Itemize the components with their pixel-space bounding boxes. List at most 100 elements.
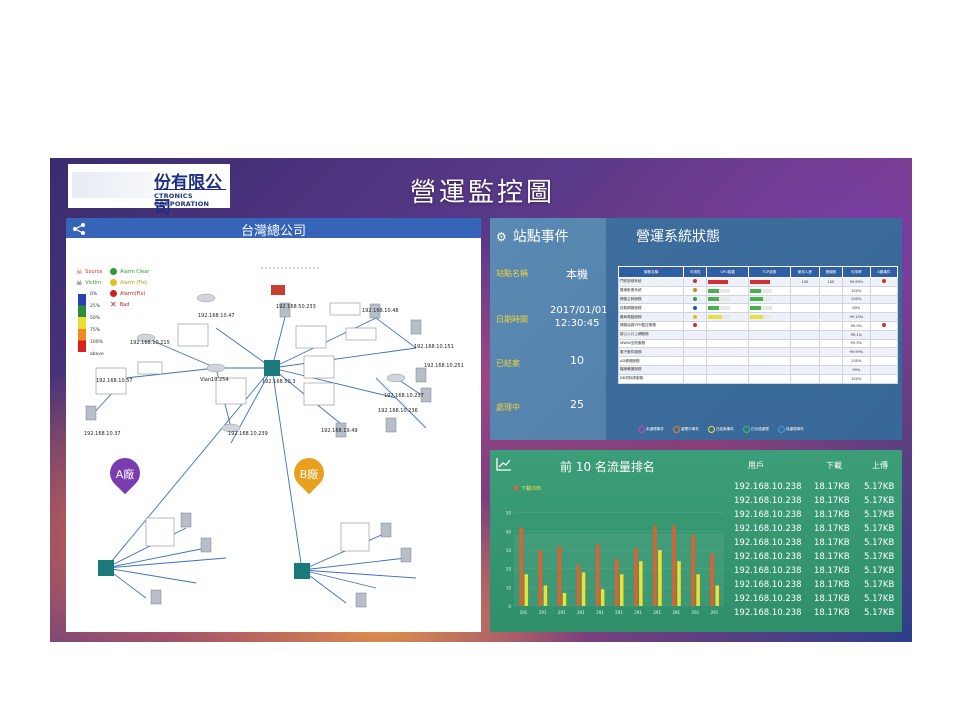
bar[interactable] <box>715 585 719 606</box>
row-upload: 5.17KB <box>864 482 895 492</box>
status-dot <box>693 279 698 284</box>
row-ip: 192.168.10.238 <box>734 496 802 506</box>
tcp-status-bar <box>750 279 773 284</box>
bar[interactable] <box>639 561 643 606</box>
node-label[interactable]: 192.168.10.251 <box>424 363 464 369</box>
column-header[interactable]: 可用性 <box>683 266 708 278</box>
bar[interactable] <box>600 589 605 606</box>
node-label[interactable]: 192.168.50.3 <box>262 379 296 385</box>
row-upload: 5.17KB <box>864 538 895 548</box>
event-cell <box>869 285 899 296</box>
rate-cell: 99.15% <box>841 312 871 322</box>
node-label[interactable]: 192.168.19.49 <box>321 428 358 434</box>
node-label[interactable]: 192.168.10.57 <box>96 378 133 384</box>
bar[interactable] <box>653 525 657 606</box>
conn-cell <box>818 356 843 366</box>
bar[interactable] <box>562 592 567 606</box>
status-dot <box>693 314 698 319</box>
bar[interactable] <box>710 553 714 606</box>
bar[interactable] <box>581 572 586 606</box>
topology-panel: 台灣總公司 ☠Source ☠Victim Alarm Clear Alarm … <box>66 218 481 632</box>
bar[interactable] <box>538 550 543 606</box>
node-label[interactable]: 192.168.50.233 <box>276 304 316 310</box>
x-tick-label: 291 <box>692 610 700 615</box>
site-events: ⚙站點事件 站點名稱 本機 日期時間 2017/01/01 12:30:45 已… <box>490 218 608 440</box>
column-header[interactable]: CPU負載 <box>706 266 750 278</box>
status-panel: ⚙站點事件 站點名稱 本機 日期時間 2017/01/01 12:30:45 已… <box>490 218 902 440</box>
node-label[interactable]: 192.168.10.236 <box>378 408 418 414</box>
tcp-cell <box>748 277 791 287</box>
site-name-value: 本機 <box>566 268 588 281</box>
factory-a-pin[interactable]: A廠 <box>103 451 147 495</box>
column-header[interactable]: 使用人數 <box>789 266 820 278</box>
bar[interactable] <box>557 546 562 606</box>
bar[interactable] <box>576 564 581 606</box>
column-header[interactable]: 服務名稱 <box>617 266 685 278</box>
event-cell <box>869 320 899 331</box>
column-header[interactable]: A類事件 <box>869 266 899 278</box>
rate-cell: 99.1% <box>841 329 871 340</box>
factory-b-pin[interactable]: B廠 <box>287 451 331 495</box>
bar[interactable] <box>620 574 624 606</box>
share-icon[interactable] <box>72 221 86 240</box>
bar[interactable] <box>672 525 676 606</box>
node-label[interactable]: 192.168.10.237 <box>384 393 424 399</box>
row-download: 18.17KB <box>814 594 850 604</box>
row-download: 18.17KB <box>814 524 850 534</box>
close-icon: ✕ <box>110 300 117 309</box>
x-tick-label: 291 <box>577 610 585 615</box>
node-label[interactable]: 192.168.10.215 <box>130 340 170 346</box>
bar[interactable] <box>524 574 529 606</box>
bar[interactable] <box>691 535 695 606</box>
column-header[interactable]: 連線數 <box>818 266 843 278</box>
bar[interactable] <box>543 585 548 606</box>
users-cell <box>789 329 820 340</box>
node-label[interactable]: 192.168.10.239 <box>228 431 268 437</box>
node-label[interactable]: 192.168.10.47 <box>198 313 235 319</box>
bar[interactable] <box>696 574 700 606</box>
node-label[interactable]: 192.168.10.37 <box>84 431 121 437</box>
bar[interactable] <box>634 548 638 606</box>
bar[interactable] <box>677 561 681 606</box>
network-topology <box>85 267 432 608</box>
node-label[interactable]: Vlan10.254 <box>200 377 229 383</box>
bar[interactable] <box>615 559 619 606</box>
node-label[interactable]: 192.168.10.48 <box>362 308 399 314</box>
x-tick-label: 291 <box>539 610 547 615</box>
node-label[interactable]: 192.168.10.151 <box>414 344 454 350</box>
row-upload: 5.17KB <box>864 608 895 618</box>
bar[interactable] <box>595 544 600 606</box>
logo-subtext: CTRONICS CORPORATION <box>154 192 210 208</box>
bar[interactable] <box>519 527 524 606</box>
column-header[interactable]: TCP狀態 <box>748 266 791 278</box>
legend-swatch <box>514 486 518 490</box>
event-cell <box>869 338 899 349</box>
bar[interactable] <box>658 550 662 606</box>
availability-cell <box>683 320 708 331</box>
status-dot <box>693 296 698 301</box>
column-header[interactable]: 可用率 <box>841 266 871 278</box>
